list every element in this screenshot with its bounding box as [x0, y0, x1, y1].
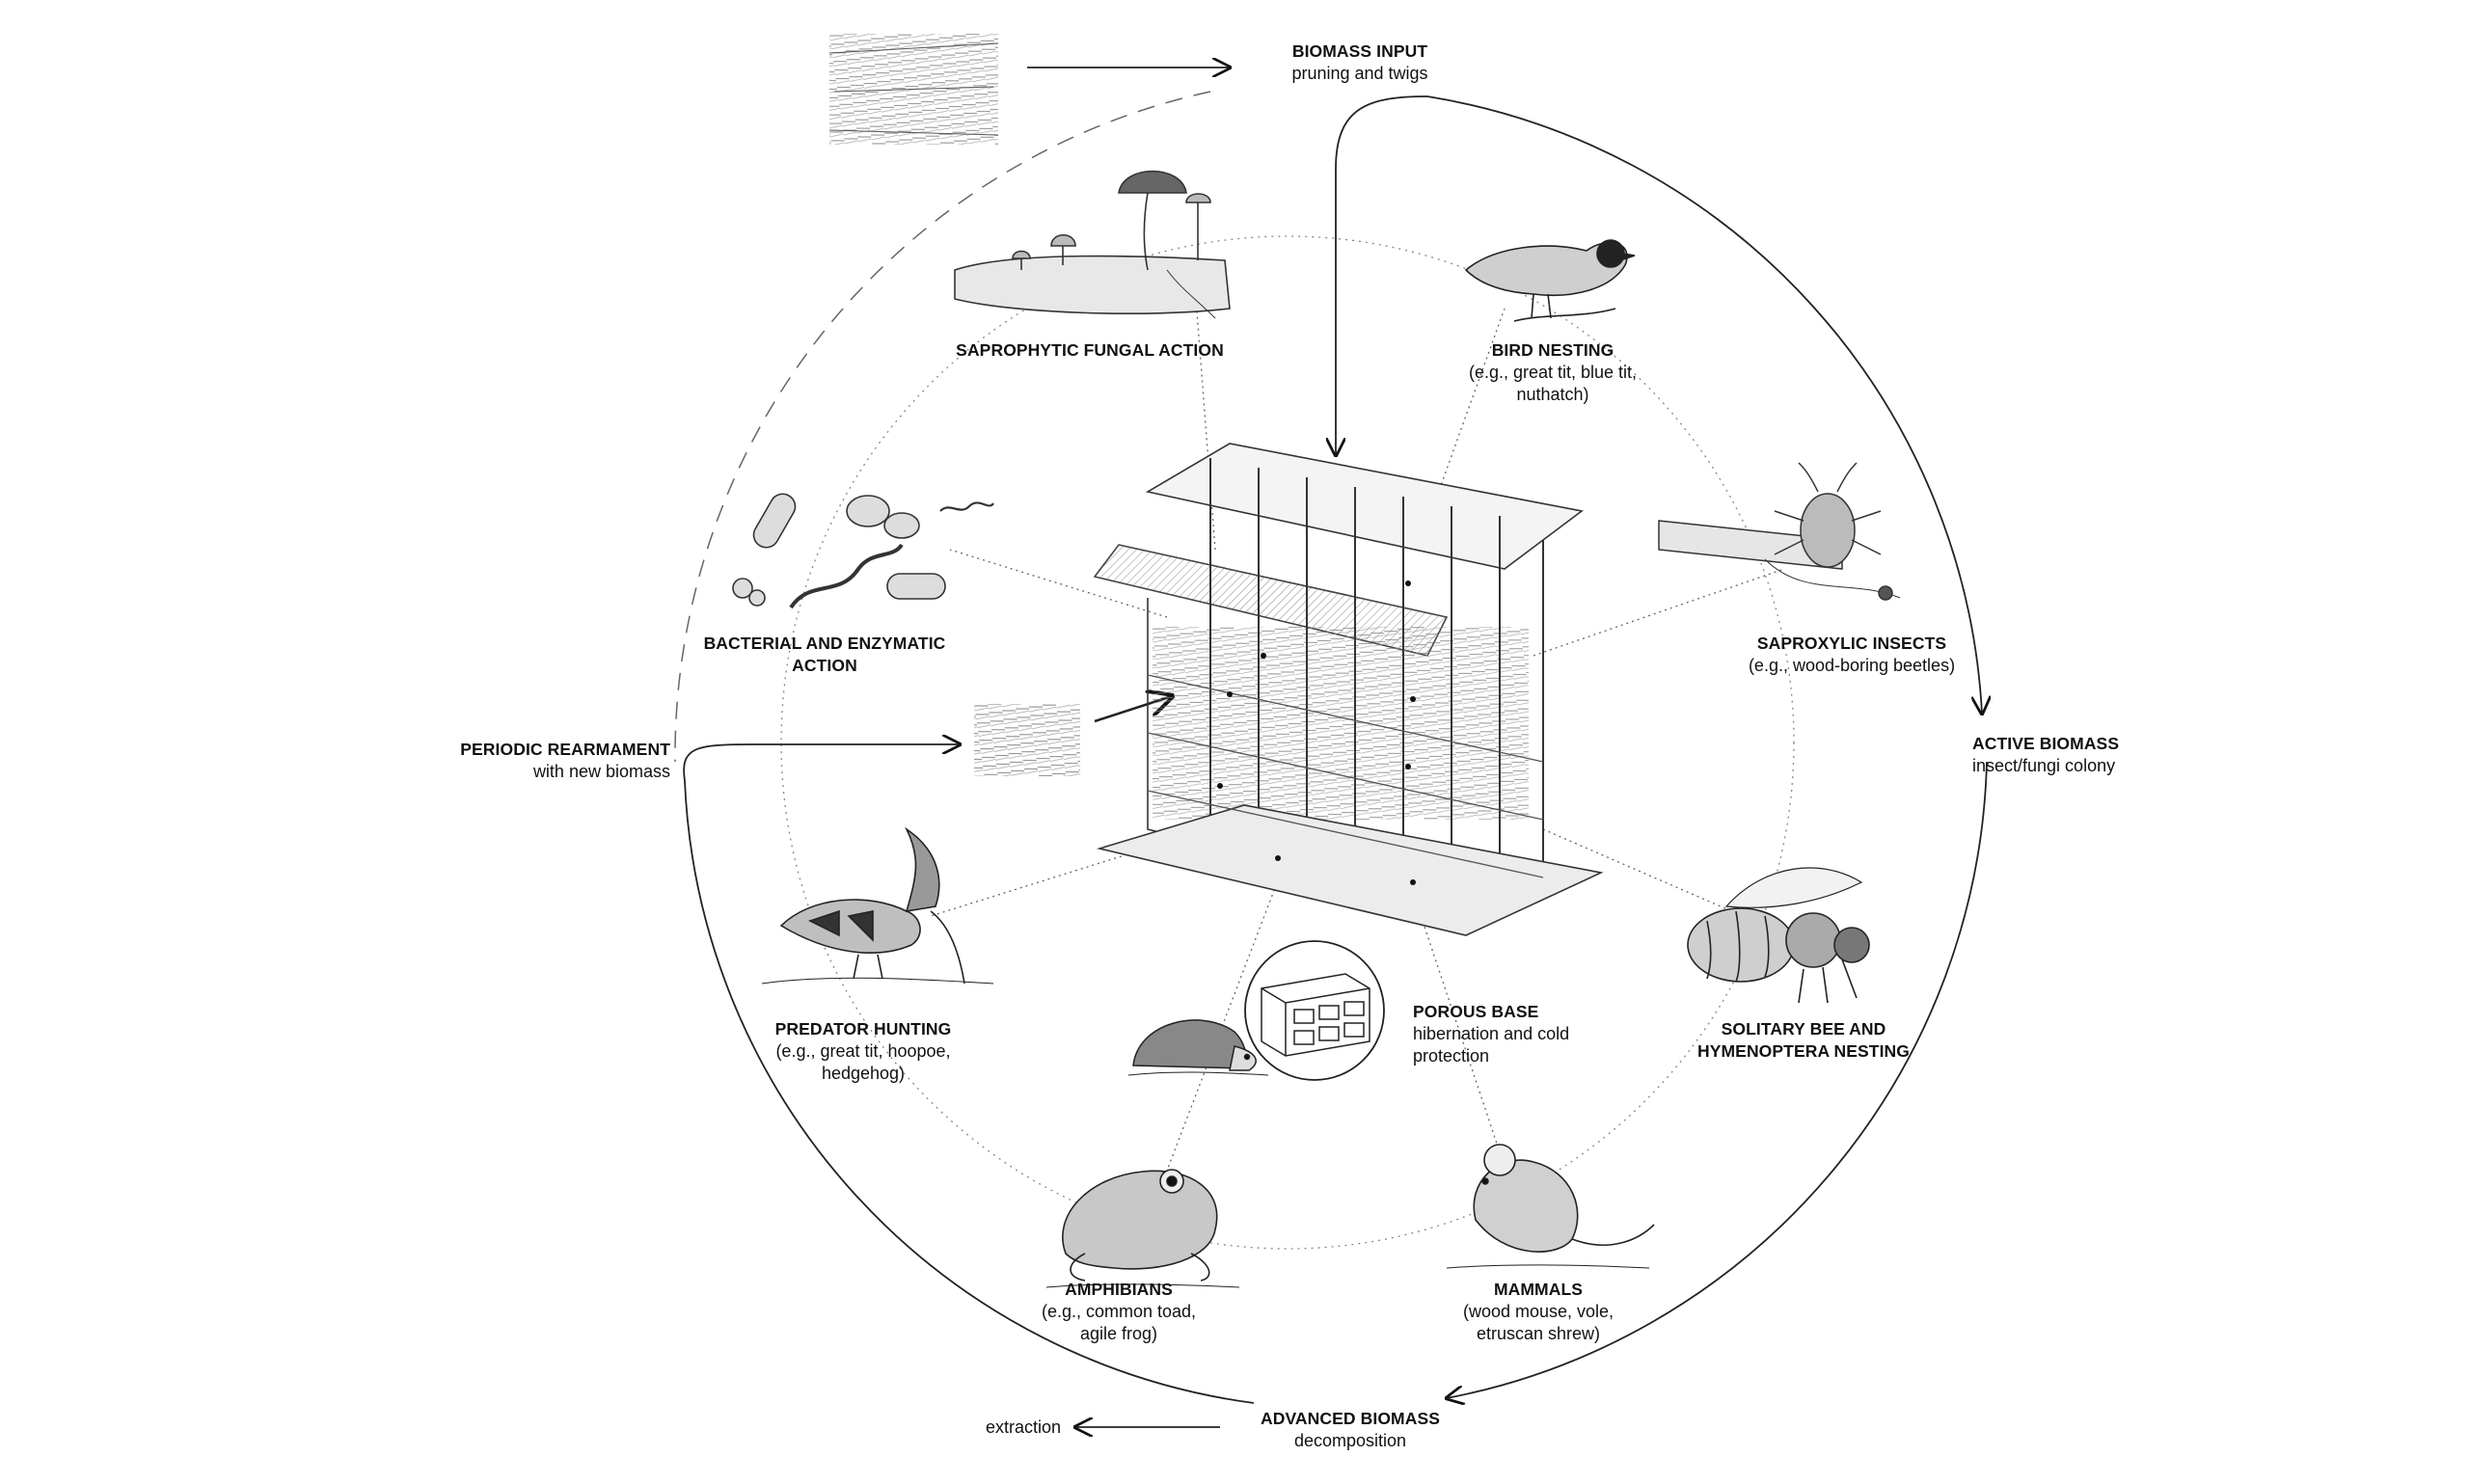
predator-title: PREDATOR HUNTING	[774, 1019, 952, 1039]
active-biomass-sub: insect/fungi colony	[1972, 756, 2116, 775]
label-amphibians: AMPHIBIANS (e.g., common toad, agile fro…	[1022, 1279, 1215, 1345]
twig-bundle-small-icon	[974, 704, 1080, 776]
label-biomass-input: BIOMASS INPUT pruning and twigs	[1249, 40, 1471, 85]
periodic-title: PERIODIC REARMAMENT	[460, 740, 670, 759]
beetle-icon	[1658, 462, 1901, 601]
toad-icon	[1045, 1169, 1240, 1288]
bacteria-icon	[732, 493, 994, 609]
extraction-text: extraction	[985, 1417, 1061, 1437]
predator-sub: (e.g., great tit, hoopoe, hedgehog)	[775, 1041, 951, 1083]
label-saproxylic: SAPROXYLIC INSECTS (e.g., wood-boring be…	[1722, 633, 1982, 677]
label-periodic-rearmament: PERIODIC REARMAMENT with new biomass	[424, 739, 670, 783]
label-solitary-bee: SOLITARY BEE AND HYMENOPTERA NESTING	[1688, 1018, 1919, 1063]
bird-nesting-title: BIRD NESTING	[1491, 340, 1614, 360]
bird-icon	[1464, 239, 1636, 322]
saproxylic-title: SAPROXYLIC INSECTS	[1756, 634, 1947, 653]
bee-icon	[1687, 867, 1870, 1004]
label-advanced-biomass: ADVANCED BIOMASS decomposition	[1234, 1408, 1466, 1452]
brick-icon	[1244, 940, 1385, 1081]
porous-base-sub: hibernation and cold protection	[1413, 1024, 1570, 1066]
biomass-input-sub: pruning and twigs	[1291, 64, 1428, 83]
mammals-sub: (wood mouse, vole, etruscan shrew)	[1462, 1302, 1614, 1343]
advanced-biomass-sub: decomposition	[1293, 1431, 1407, 1450]
periodic-sub: with new biomass	[532, 762, 670, 781]
advanced-biomass-title: ADVANCED BIOMASS	[1260, 1409, 1440, 1428]
cycle-arc-bottom-left	[684, 780, 1255, 1404]
label-mammals: MAMMALS (wood mouse, vole, etruscan shre…	[1452, 1279, 1625, 1345]
label-porous-base: POROUS BASE hibernation and cold protect…	[1413, 1001, 1615, 1067]
saprophytic-title: SAPROPHYTIC FUNGAL ACTION	[956, 340, 1224, 360]
bird-nesting-sub: (e.g., great tit, blue tit, nuthatch)	[1468, 363, 1638, 404]
label-bird-nesting: BIRD NESTING (e.g., great tit, blue tit,…	[1442, 339, 1664, 406]
bacterial-title: BACTERIAL AND ENZYMATIC ACTION	[703, 634, 946, 675]
inner-dotted-ring	[780, 235, 1795, 1250]
saproxylic-sub: (e.g., wood-boring beetles)	[1748, 656, 1956, 675]
amphibians-title: AMPHIBIANS	[1065, 1280, 1173, 1299]
connector-lines	[930, 298, 1785, 1197]
wood-structure-icon	[1093, 443, 1604, 936]
cycle-arc-bottom-right	[1447, 761, 1988, 1398]
biomass-feed-arrow	[1336, 95, 1428, 455]
twig-bundle-icon	[828, 34, 999, 145]
label-saprophytic: SAPROPHYTIC FUNGAL ACTION	[926, 339, 1254, 362]
active-biomass-title: ACTIVE BIOMASS	[1972, 734, 2120, 753]
label-extraction: extraction	[926, 1417, 1061, 1439]
rearmament-arrow	[683, 744, 960, 782]
mouse-icon	[1446, 1144, 1655, 1269]
porous-base-title: POROUS BASE	[1413, 1002, 1539, 1021]
biomass-input-title: BIOMASS INPUT	[1291, 41, 1428, 61]
solitary-bee-title: SOLITARY BEE AND HYMENOPTERA NESTING	[1696, 1019, 1911, 1061]
label-bacterial: BACTERIAL AND ENZYMATIC ACTION	[680, 633, 969, 677]
hoopoe-icon	[761, 826, 994, 985]
hedgehog-icon	[1127, 1019, 1269, 1076]
amphibians-sub: (e.g., common toad, agile frog)	[1041, 1302, 1197, 1343]
cycle-arc-right	[1426, 95, 1982, 714]
mammals-title: MAMMALS	[1493, 1280, 1584, 1299]
outer-dashed-arc	[674, 91, 1211, 763]
label-active-biomass: ACTIVE BIOMASS insect/fungi colony	[1972, 733, 2194, 777]
label-predator-hunting: PREDATOR HUNTING (e.g., great tit, hoopo…	[762, 1018, 964, 1085]
mushroom-icon	[954, 170, 1231, 319]
